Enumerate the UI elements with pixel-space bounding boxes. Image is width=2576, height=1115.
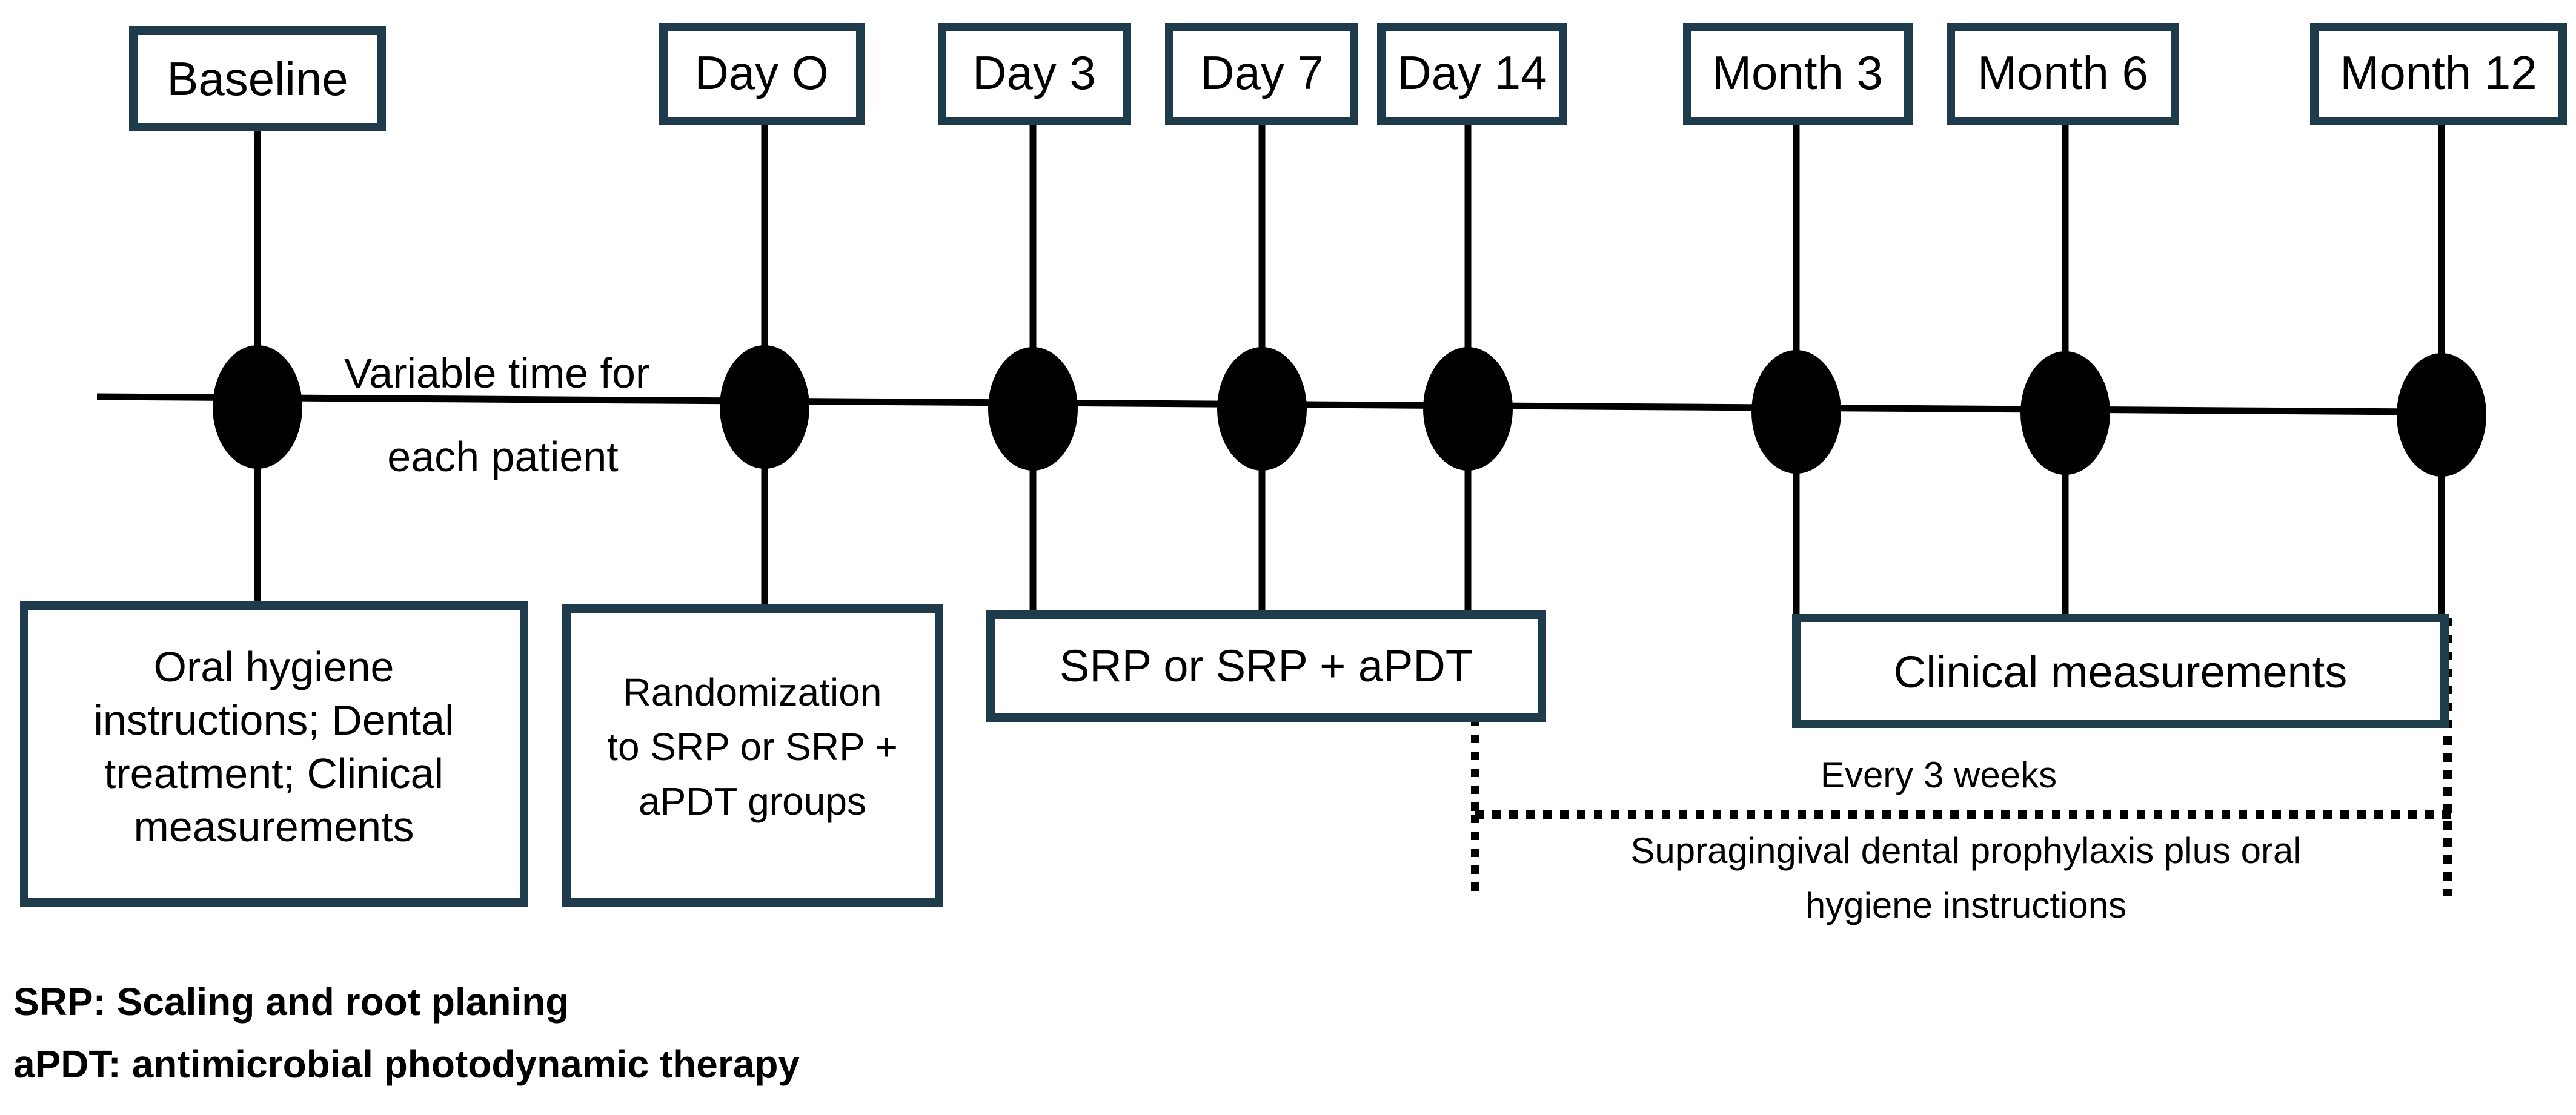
timepoint-label-day3: Day 3 xyxy=(972,46,1096,99)
treatment-box xyxy=(986,610,1546,722)
timepoint-label-day7: Day 7 xyxy=(1200,46,1324,99)
timepoint-box-day7 xyxy=(1165,23,1358,125)
timepoint-dot-day7 xyxy=(1217,347,1307,471)
timepoint-box-month6 xyxy=(1947,23,2179,125)
legend-srp: SRP: Scaling and root planing xyxy=(13,980,569,1024)
legend-apdt: aPDT: antimicrobial photodynamic therapy xyxy=(13,1042,800,1086)
timepoint-label-baseline: Baseline xyxy=(167,52,348,105)
baseline-tasks-line1: Oral hygiene xyxy=(154,643,394,690)
variable-time-line2: each patient xyxy=(387,433,618,480)
every-3-weeks-label: Every 3 weeks xyxy=(1821,755,2057,795)
randomization-line1: Randomization xyxy=(623,670,882,714)
baseline-tasks-line2: instructions; Dental xyxy=(93,696,454,744)
baseline-tasks-line4: measurements xyxy=(134,803,414,850)
timepoint-label-month3: Month 3 xyxy=(1712,46,1883,99)
variable-time-line1: Variable time for xyxy=(344,349,649,397)
timepoint-box-baseline xyxy=(129,26,386,131)
timepoint-dot-month12 xyxy=(2397,353,2486,477)
timepoint-box-month12 xyxy=(2310,23,2567,125)
timepoint-label-month12: Month 12 xyxy=(2340,46,2537,99)
timepoint-box-day3 xyxy=(938,23,1131,125)
randomization-box xyxy=(562,604,943,907)
randomization-line2: to SRP or SRP + xyxy=(607,725,898,769)
timepoint-label-day14: Day 14 xyxy=(1397,46,1547,99)
timepoint-dot-baseline xyxy=(213,345,302,469)
prophylaxis-line2: hygiene instructions xyxy=(1805,885,2126,925)
timepoint-label-day0: Day O xyxy=(694,46,828,99)
clinical-measurements-box xyxy=(1792,614,2449,728)
randomization-line3: aPDT groups xyxy=(639,779,866,823)
timepoint-label-month6: Month 6 xyxy=(1977,46,2148,99)
clinical-measurements-label: Clinical measurements xyxy=(1894,647,2348,697)
treatment-label: SRP or SRP + aPDT xyxy=(1060,641,1473,691)
timepoint-box-month3 xyxy=(1683,23,1913,125)
prophylaxis-line1: Supragingival dental prophylaxis plus or… xyxy=(1630,830,2301,871)
timepoint-dot-month3 xyxy=(1751,350,1841,474)
timepoint-box-day0 xyxy=(659,23,865,125)
timepoint-dot-day3 xyxy=(988,347,1078,471)
baseline-tasks-line3: treatment; Clinical xyxy=(104,750,443,797)
timepoint-dot-day0 xyxy=(720,345,809,469)
baseline-tasks-box xyxy=(20,601,528,907)
timepoint-dot-month6 xyxy=(2020,351,2110,475)
timepoint-dot-day14 xyxy=(1423,347,1513,471)
timepoint-box-day14 xyxy=(1377,23,1567,125)
